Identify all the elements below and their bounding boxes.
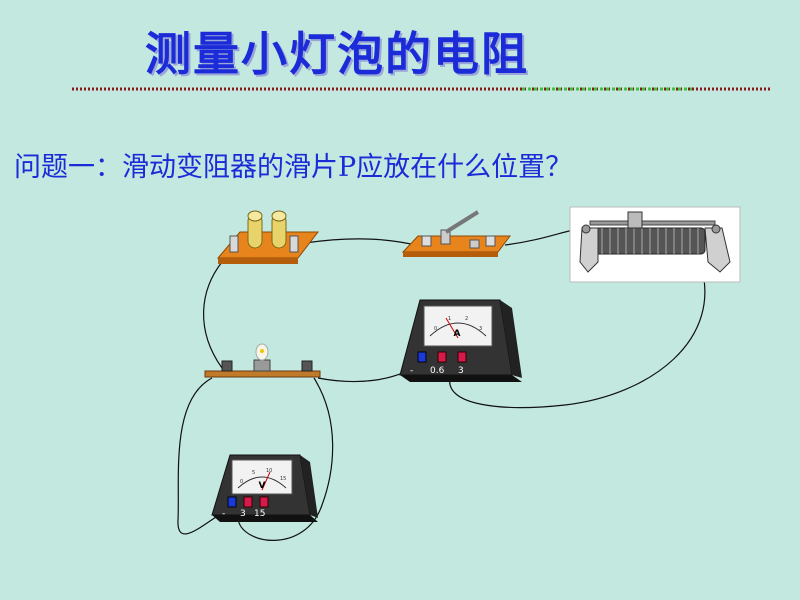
ammeter-terminal-0-6: 0.6 bbox=[430, 366, 445, 376]
title-divider bbox=[72, 87, 772, 91]
voltmeter-terminal-neg: - bbox=[222, 509, 225, 519]
voltmeter: V 0 5 10 15 - 3 15 bbox=[211, 454, 318, 522]
ammeter: A 0 1 2 3 - 0.6 3 bbox=[399, 299, 522, 382]
ammeter-terminal-3: 3 bbox=[458, 366, 464, 376]
voltmeter-terminal-3: 3 bbox=[240, 509, 246, 519]
ammeter-scale-1: 1 bbox=[448, 316, 451, 322]
lamp-board bbox=[204, 343, 321, 378]
ammeter-scale-3: 3 bbox=[479, 326, 482, 332]
voltmeter-scale-10: 10 bbox=[266, 468, 272, 474]
ammeter-scale-2: 2 bbox=[465, 316, 468, 322]
voltmeter-terminal-15: 15 bbox=[254, 509, 265, 519]
voltmeter-letter: V bbox=[259, 481, 266, 491]
slide-rheostat bbox=[569, 206, 741, 283]
battery-holder bbox=[216, 210, 320, 264]
voltmeter-scale-15: 15 bbox=[280, 476, 286, 482]
voltmeter-scale-5: 5 bbox=[252, 470, 255, 476]
voltmeter-scale-0: 0 bbox=[240, 479, 243, 485]
slide-title: 测量小灯泡的电阻 bbox=[145, 27, 529, 81]
knife-switch bbox=[401, 210, 511, 257]
ammeter-letter: A bbox=[454, 329, 461, 339]
question-text: 问题一：滑动变阻器的滑片P应放在什么位置？ bbox=[14, 152, 573, 183]
ammeter-terminal-neg: - bbox=[410, 366, 413, 376]
ammeter-scale-0: 0 bbox=[434, 326, 437, 332]
